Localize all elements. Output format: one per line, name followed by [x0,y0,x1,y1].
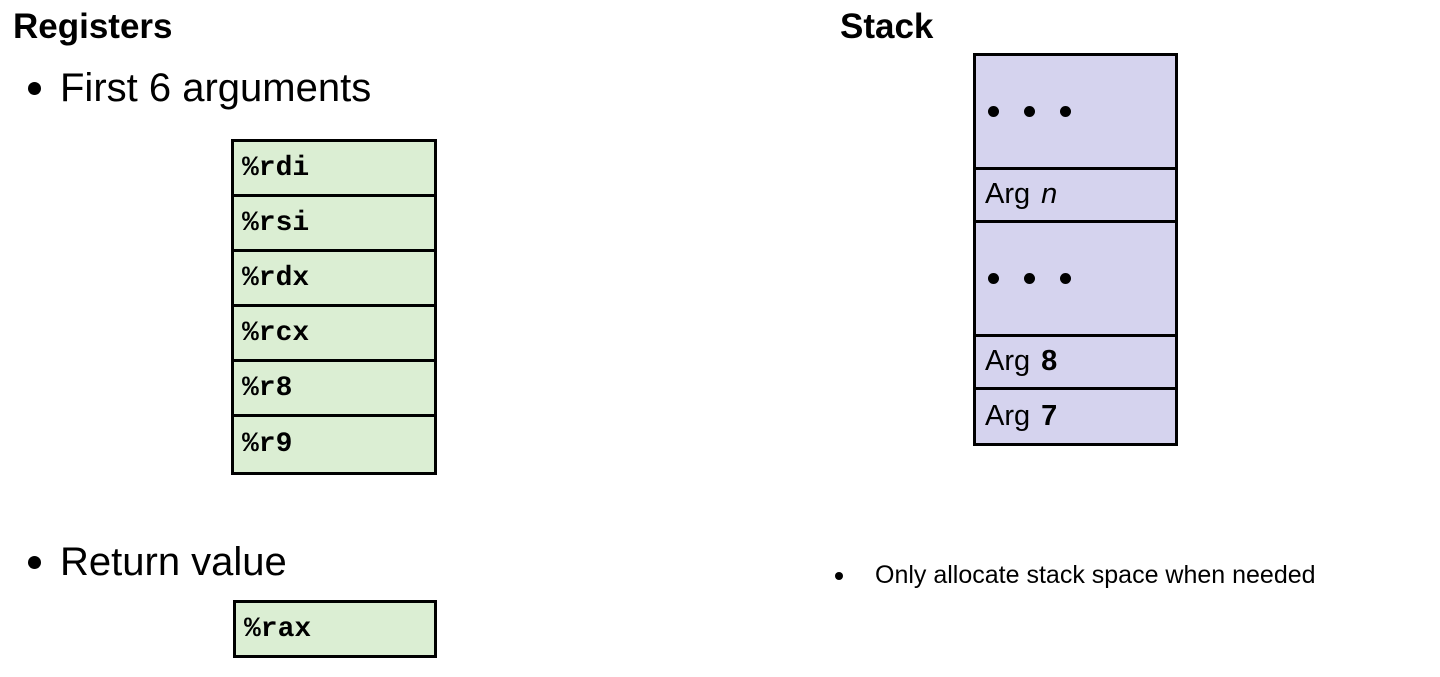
arg-prefix: Arg [985,345,1031,378]
stack-cell-arg: Arg 7 [976,390,1175,443]
dot-icon [1060,273,1071,284]
bullet-icon [835,571,843,580]
bullet-first-6-arguments: First 6 arguments [28,66,371,110]
stack-cell-arg: Arg 8 [976,337,1175,390]
stack-note-label: Only allocate stack space when needed [875,561,1316,589]
register-cell: %rdx [234,252,434,307]
argument-registers-table: %rdi%rsi%rdx%rcx%r8 %r9 [231,139,437,475]
arg-prefix: Arg [985,399,1031,432]
arg-value: 7 [1041,399,1058,432]
bullet-icon [28,81,41,95]
stack-cell-ellipsis [976,56,1175,170]
arg-value: 8 [1041,345,1058,378]
return-register-box: %rax [233,600,437,658]
bullet-stack-note: Only allocate stack space when needed [835,561,1316,590]
arg-value: n [1041,178,1058,211]
register-cell: %rdi [234,142,434,197]
bullet-return-value-label: Return value [60,540,287,584]
register-cell: %r8 [234,362,434,417]
stack-cell-ellipsis [976,223,1175,337]
dot-icon [1024,273,1035,284]
bullet-icon [28,555,41,569]
ellipsis-dots-icon [985,106,1071,117]
register-cell: %rsi [234,197,434,252]
arg-prefix: Arg [985,178,1031,211]
stack-heading: Stack [840,7,934,46]
dot-icon [1024,106,1035,117]
bullet-return-value: Return value [28,540,287,584]
dot-icon [988,273,999,284]
bullet-first-6-arguments-label: First 6 arguments [60,66,372,110]
dot-icon [988,106,999,117]
ellipsis-dots-icon [985,273,1071,284]
register-cell: %r9 [242,429,293,460]
dot-icon [1060,106,1071,117]
register-cell: %rcx [234,307,434,362]
registers-heading: Registers [13,7,173,46]
